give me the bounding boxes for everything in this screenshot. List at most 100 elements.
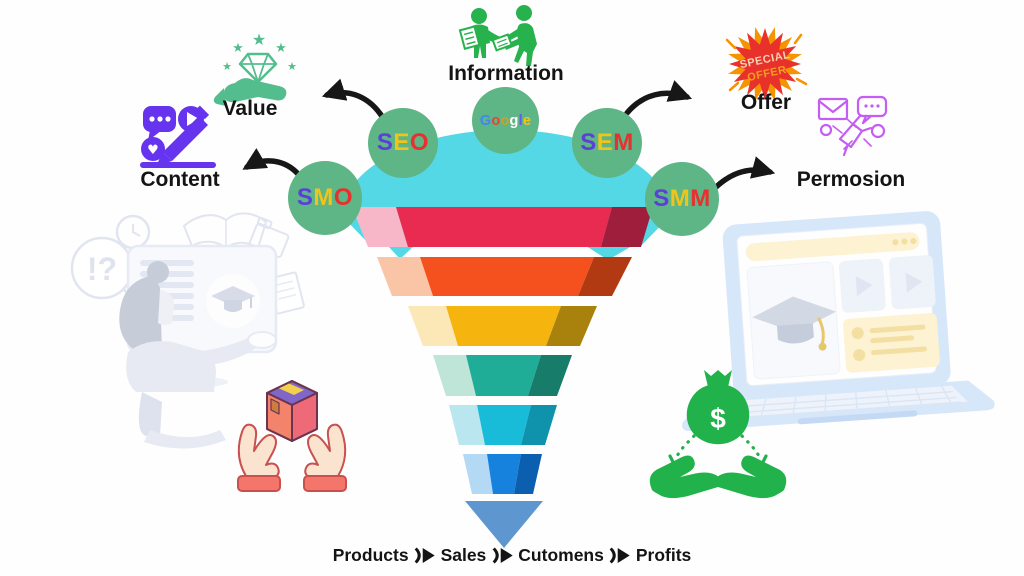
flow-arrow-icon [414, 547, 435, 564]
content-icon: ♥ [140, 105, 216, 168]
bottom-flow: Products Sales Cutomens Profits [333, 545, 692, 566]
person-arm [196, 338, 256, 366]
heart-circle-icon [141, 137, 165, 161]
funnel [342, 130, 670, 548]
person-hand [247, 331, 277, 349]
right-cuff [303, 475, 347, 492]
papers-icon [267, 271, 305, 315]
funnel-layer-orange [420, 257, 594, 296]
svg-text:♥: ♥ [147, 143, 159, 158]
browser-dots [892, 238, 917, 246]
bag-knot [704, 370, 732, 387]
star-icon: ★ [252, 30, 266, 49]
money-bag-icon [686, 384, 750, 445]
laptop-keyboard [708, 385, 968, 420]
label-permosion: Permosion [796, 168, 906, 191]
flow-arrow-icon [492, 547, 513, 564]
funnel-layer-teal-dark [528, 355, 572, 396]
flow-item-cutomens: Cutomens [518, 545, 604, 565]
star-icon: ★ [275, 41, 287, 56]
receiving-hand-right [714, 455, 787, 499]
node-seo-label: SEO [376, 129, 430, 156]
label-value: Value [222, 97, 278, 120]
information-icon [458, 5, 537, 67]
person-hair-bun [147, 261, 169, 283]
star-icon: ★ [287, 60, 297, 73]
funnel-dome-wedge-right [586, 246, 632, 260]
package-hands-icon [237, 380, 347, 492]
clock-hands [132, 224, 141, 237]
funnel-layer-teal [466, 355, 541, 396]
value-icon: ★ ★ ★ ★ ★ [213, 30, 297, 106]
browser-bar [745, 232, 920, 262]
person-body [126, 341, 216, 392]
graduation-cap-icon [211, 286, 255, 312]
funnel-layer-cyan [477, 405, 531, 445]
funnel-layer-red-light [352, 207, 408, 247]
arrows [242, 78, 776, 191]
funnel-layer-red [396, 207, 612, 247]
dollar-sign: $ [710, 403, 726, 434]
funnel-layer-orange-dark [578, 257, 632, 296]
value-hand [223, 78, 287, 103]
laptop-graduation-cap-icon [752, 296, 837, 351]
arrow-smm-to-permosion [712, 156, 776, 191]
node-smo: SMO [288, 161, 362, 235]
node-seo: SEO [368, 108, 438, 178]
play-icon [905, 272, 923, 293]
value-wrist [213, 88, 226, 106]
star-icon: ★ [232, 41, 244, 56]
arrow-smo-to-content [242, 148, 302, 178]
funnel-layer-blue-light [463, 454, 493, 494]
dotted-arrow-right [740, 434, 763, 463]
label-information: Information [448, 62, 564, 85]
funnel-layer-blue [487, 454, 521, 494]
person-face [158, 290, 174, 325]
megaphone-icon [838, 114, 873, 157]
permosion-icon [817, 95, 888, 157]
funnel-layer-cyan-dark [521, 405, 557, 445]
funnel-layer-blue-dark [514, 454, 542, 494]
funnel-layer-orange-light [377, 257, 433, 296]
node-sem: SEM [572, 108, 642, 178]
label-offer: Offer [740, 91, 792, 114]
node-smo-label: SMO [296, 184, 354, 211]
node-google: Google [472, 87, 539, 154]
flow-item-profits: Profits [635, 545, 692, 565]
dotted-arrow-left [673, 434, 696, 463]
diamond-icon [238, 52, 278, 84]
funnel-dome-wedge-left [388, 246, 414, 259]
receiving-hand-left [649, 455, 722, 499]
funnel-layer-gold-light [408, 306, 458, 346]
content-baseline [140, 162, 216, 168]
node-circle [819, 123, 833, 137]
star-icon: ★ [222, 60, 232, 73]
node-smm: SMM [645, 162, 719, 236]
person-hair [119, 276, 162, 356]
funnel-layer-red-dark [601, 207, 653, 247]
study-illustration: !? [70, 212, 305, 449]
play-icon [855, 276, 873, 297]
left-cuff [237, 475, 281, 492]
funnel-layer-gold-dark [546, 306, 597, 346]
flow-item-sales: Sales [440, 545, 487, 565]
envelope-icon [817, 97, 849, 121]
money-hands-icon: $ [649, 370, 787, 499]
chair [138, 392, 162, 436]
funnel-layer-cyan-light [449, 405, 485, 445]
touchpad [797, 410, 918, 425]
flow-arrow-icon [609, 547, 630, 564]
node-circle [870, 123, 886, 139]
funnel-layer-teal-light [433, 355, 476, 396]
arrow-seo-to-value [321, 78, 386, 121]
funnel-layer-gold [446, 306, 561, 346]
laptop-illustration [682, 211, 995, 432]
chair-seat [144, 430, 226, 449]
funnel-tip [465, 501, 543, 548]
node-google-label: Google [479, 112, 532, 129]
label-content: Content [140, 168, 220, 191]
offer-burst-icon: SPECIAL OFFER [725, 27, 808, 101]
node-smm-label: SMM [653, 185, 711, 212]
